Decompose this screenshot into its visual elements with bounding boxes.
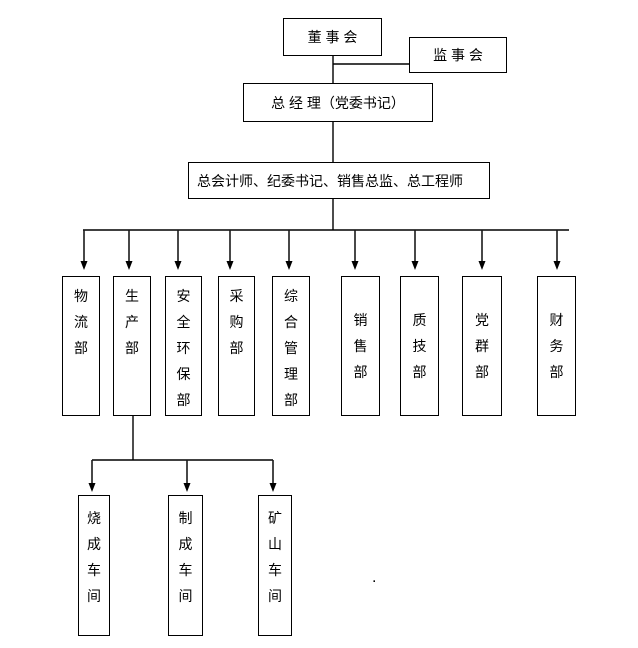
dept-procurement-label: 采购部 xyxy=(229,288,244,356)
dept-general-management-label: 综合管理部 xyxy=(284,288,298,408)
arrow-stems xyxy=(83,230,558,484)
dept-arrowhead xyxy=(478,261,486,270)
node-board-of-directors: 董 事 会 xyxy=(283,18,382,56)
workshop-finishing: 制成车间 xyxy=(168,495,203,636)
dept-production-label: 生产部 xyxy=(125,288,139,356)
workshop-finishing-label: 制成车间 xyxy=(178,510,193,604)
dept-logistics-label: 物流部 xyxy=(74,288,88,356)
dept-sales: 销售部 xyxy=(341,276,380,416)
workshop-mining-label: 矿山车间 xyxy=(268,510,282,604)
workshop-sintering-label: 烧成车间 xyxy=(87,510,101,604)
workshop-sintering: 烧成车间 xyxy=(78,495,110,636)
workshop-arrowhead xyxy=(88,483,96,492)
dept-arrowhead xyxy=(226,261,234,270)
dept-arrowhead xyxy=(285,261,293,270)
dept-arrowhead xyxy=(411,261,419,270)
workshop-mining: 矿山车间 xyxy=(258,495,292,636)
workshop-arrowhead xyxy=(183,483,191,492)
node-executives: 总会计师、纪委书记、销售总监、总工程师 xyxy=(188,162,490,199)
dept-arrowhead xyxy=(553,261,561,270)
dept-finance-label: 财务部 xyxy=(549,312,564,380)
dept-arrowhead xyxy=(351,261,359,270)
dept-finance: 财务部 xyxy=(537,276,576,416)
arrow-heads xyxy=(80,261,561,492)
dept-general-management: 综合管理部 xyxy=(272,276,310,416)
dept-arrowhead xyxy=(125,261,133,270)
dept-procurement: 采购部 xyxy=(218,276,255,416)
dept-quality-technology-label: 质技部 xyxy=(412,312,427,380)
dept-logistics: 物流部 xyxy=(62,276,100,416)
hierarchy-lines xyxy=(83,56,569,461)
dept-sales-label: 销售部 xyxy=(353,312,368,380)
node-general-manager: 总 经 理（党委书记） xyxy=(243,83,433,122)
dept-quality-technology: 质技部 xyxy=(400,276,439,416)
stray-period-mark: . xyxy=(372,569,377,586)
dept-production: 生产部 xyxy=(113,276,151,416)
dept-party-mass: 党群部 xyxy=(462,276,502,416)
node-supervisory-board: 监 事 会 xyxy=(409,37,507,73)
dept-arrowhead xyxy=(80,261,88,270)
dept-safety-environment-label: 安全环保部 xyxy=(176,288,191,408)
dept-party-mass-label: 党群部 xyxy=(475,312,489,380)
workshop-arrowhead xyxy=(269,483,277,492)
dept-safety-environment: 安全环保部 xyxy=(165,276,202,416)
dept-arrowhead xyxy=(174,261,182,270)
